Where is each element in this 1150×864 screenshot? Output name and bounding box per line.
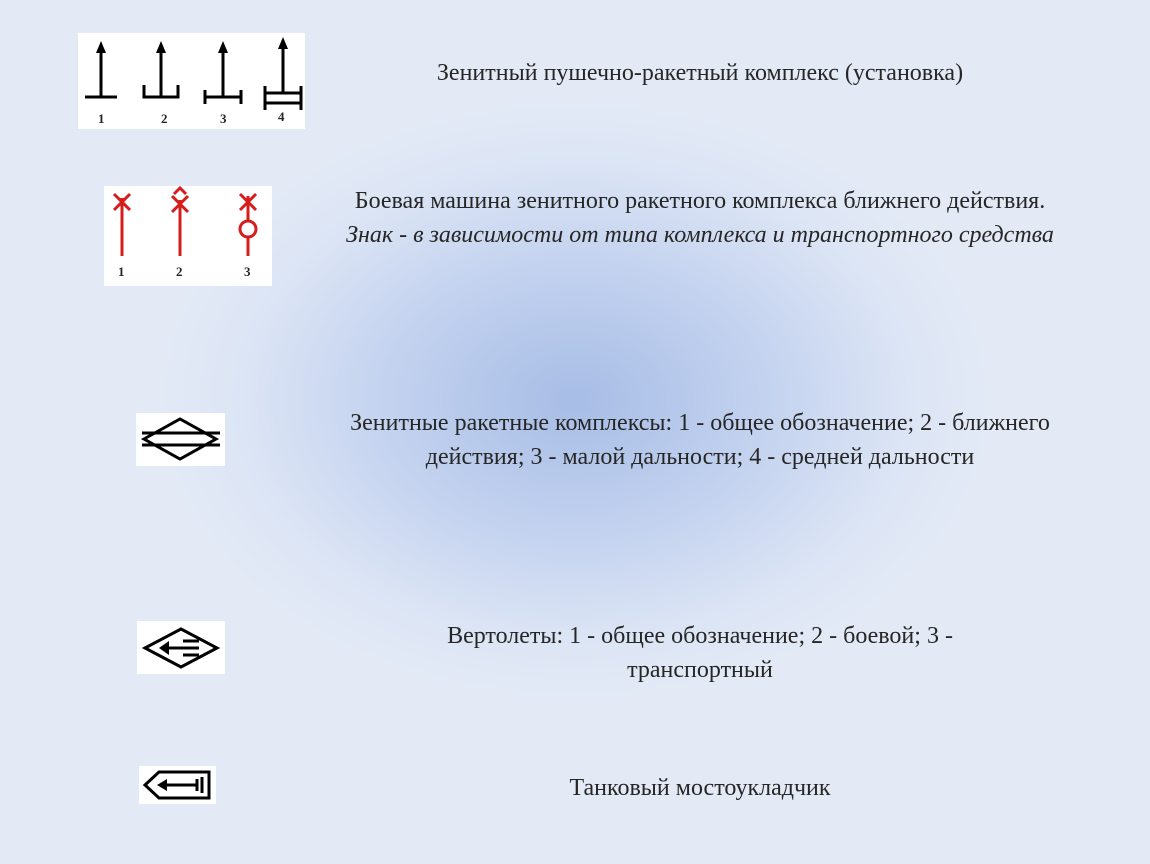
helicopter-icon [137,621,225,674]
row-5-caption: Танковый мостоукладчик [569,775,831,801]
symbol-number: 4 [278,109,285,124]
anti-aircraft-gun-missile-icon: 1 2 3 4 [78,33,305,129]
sam-complex-diamond-icon [136,413,225,466]
symbol-number: 2 [176,264,183,279]
row-3-caption: Зенитные ракетные комплексы: 1 - общее о… [350,410,1050,470]
row-4-caption: Вертолеты: 1 - общее обозначение; 2 - бо… [447,623,953,683]
short-range-sam-vehicle-icon: 1 2 3 [104,186,272,286]
symbol-number: 2 [161,111,168,126]
symbol-number: 1 [118,264,125,279]
tank-bridge-layer-icon [139,766,216,804]
row-1-caption: Зенитный пушечно-ракетный комплекс (уста… [436,60,964,86]
row-2-caption-plain: Боевая машина зенитного ракетного компле… [354,188,1046,214]
row-2-caption: Боевая машина зенитного ракетного компле… [330,184,1070,252]
symbol-number: 3 [220,111,227,126]
symbol-number: 3 [244,264,251,279]
row-2-caption-italic: Знак - в зависимости от типа комплекса и… [346,222,1054,248]
symbol-number: 1 [98,111,105,126]
